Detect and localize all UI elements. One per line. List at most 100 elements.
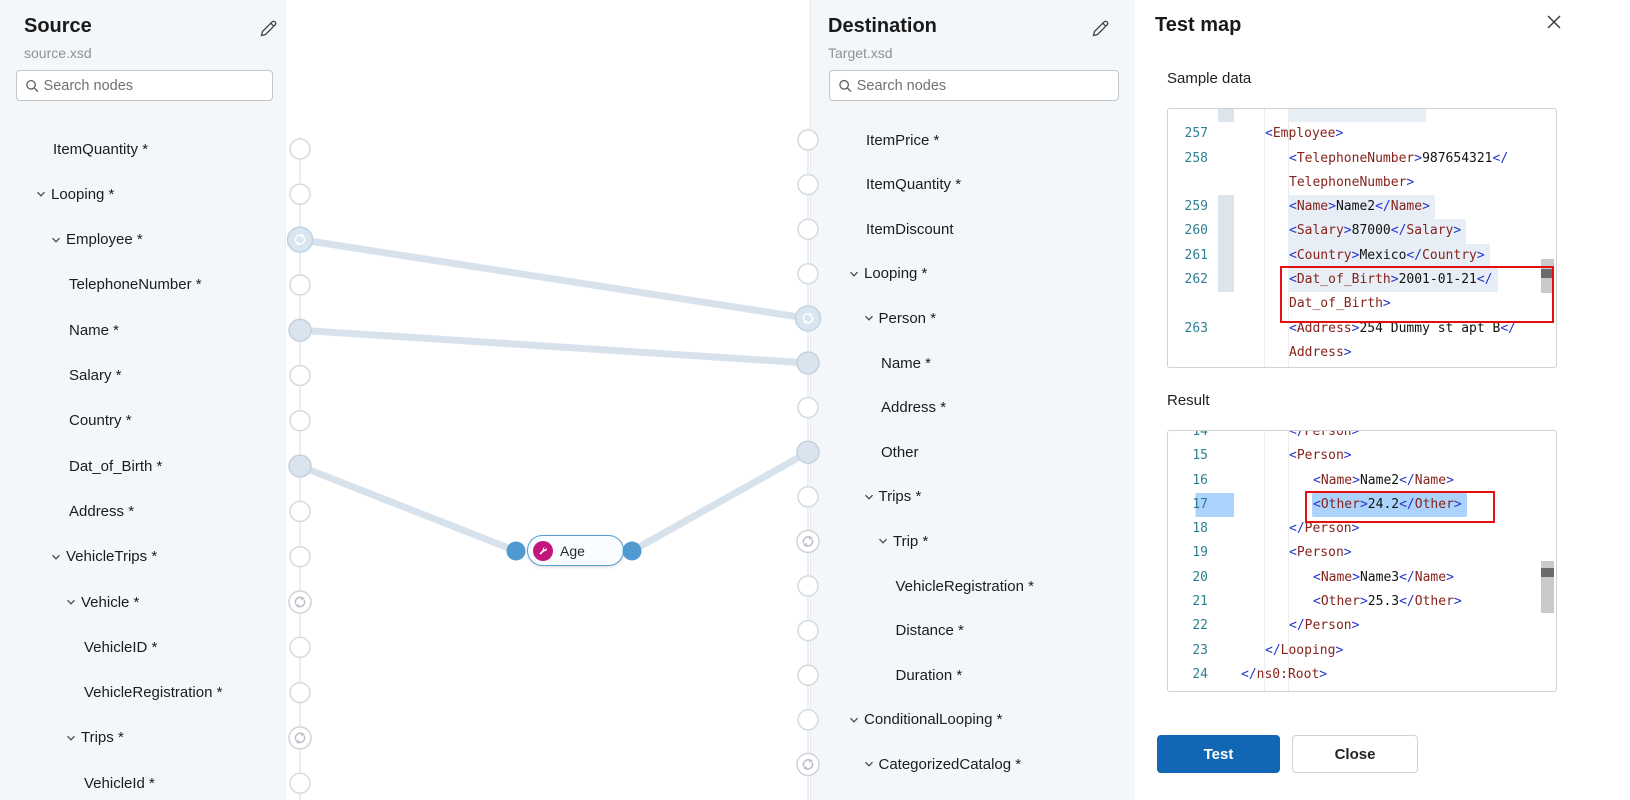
tree-node-conditionallooping[interactable]: ConditionalLooping * xyxy=(848,706,1002,734)
code-line: 21<Other>25.3</Other> xyxy=(1192,594,1462,610)
connector-dot[interactable] xyxy=(289,274,311,296)
tree-node-itemquantity[interactable]: ItemQuantity * xyxy=(53,135,148,163)
tree-node-country[interactable]: Country * xyxy=(69,407,132,435)
connection-line[interactable] xyxy=(296,326,812,367)
tree-node-itemprice[interactable]: ItemPrice * xyxy=(866,126,939,154)
tree-node-employee[interactable]: Employee * xyxy=(50,226,143,254)
tree-node-label: Name * xyxy=(881,354,932,372)
search-icon xyxy=(839,79,852,92)
tree-node-label: Dat_of_Birth * xyxy=(69,457,163,475)
tree-node-address[interactable]: Address * xyxy=(69,497,134,525)
tree-node-vehicletrips[interactable]: VehicleTrips * xyxy=(50,543,157,571)
tree-node-name[interactable]: Name * xyxy=(69,316,119,344)
tree-node-trips[interactable]: Trips * xyxy=(863,483,921,511)
tree-node-categorizedcatalog[interactable]: CategorizedCatalog * xyxy=(863,750,1021,778)
test-button[interactable]: Test xyxy=(1157,735,1280,773)
connector-dot[interactable] xyxy=(286,226,314,253)
connection-line[interactable] xyxy=(296,462,520,555)
function-node-age[interactable]: Age xyxy=(527,535,624,566)
tree-node-itemdiscount[interactable]: ItemDiscount xyxy=(866,215,954,243)
tree-node-label: VehicleID * xyxy=(84,638,158,656)
connection-line[interactable] xyxy=(296,236,812,322)
tree-node-vehicleregistration[interactable]: VehicleRegistration * xyxy=(84,679,222,707)
connector-dot[interactable] xyxy=(289,681,311,704)
destination-search-input[interactable] xyxy=(852,77,1118,94)
edit-destination-button[interactable] xyxy=(1089,19,1111,41)
connector-dot[interactable] xyxy=(289,500,311,523)
connector-dot[interactable] xyxy=(289,364,311,387)
function-output-handle[interactable] xyxy=(622,541,642,561)
tree-node-trips[interactable]: Trips * xyxy=(65,724,124,752)
chevron-down-icon xyxy=(864,316,873,322)
code-line: 261<Country>Mexico</Country> xyxy=(1168,243,1556,269)
tree-node-vehicleregistration[interactable]: VehicleRegistration * xyxy=(896,572,1034,600)
tree-node-label: Person * xyxy=(878,309,937,327)
tree-node-itemquantity[interactable]: ItemQuantity * xyxy=(866,171,961,199)
connection-line[interactable] xyxy=(628,448,812,555)
destination-file-name: Target.xsd xyxy=(828,45,893,61)
tree-node-looping[interactable]: Looping * xyxy=(35,180,114,208)
tree-node-other[interactable]: Other xyxy=(881,438,919,466)
tree-node-vehicle[interactable]: Vehicle * xyxy=(65,588,139,616)
code-line: 19<Person> xyxy=(1192,545,1352,561)
tree-node-address[interactable]: Address * xyxy=(881,394,946,422)
tree-node-vehicleid[interactable]: VehicleId * xyxy=(84,769,155,797)
function-node-label: Age xyxy=(560,542,585,559)
code-line: 258<TelephoneNumber>987654321</ xyxy=(1184,150,1509,166)
tree-node-telephonenumber[interactable]: TelephoneNumber * xyxy=(69,271,202,299)
code-line: 263<Address>254 Dummy st apt B</ xyxy=(1184,320,1516,336)
close-panel-button[interactable] xyxy=(1544,13,1564,33)
tree-node-label: VehicleId * xyxy=(84,774,155,792)
tree-node-duration[interactable]: Duration * xyxy=(896,661,963,689)
source-search-input[interactable] xyxy=(39,77,272,94)
connector-dot[interactable] xyxy=(288,726,312,750)
sample-data-editor[interactable]: 257<Employee> 258<TelephoneNumber>9876543… xyxy=(1167,108,1557,368)
destination-panel: Destination Target.xsd ItemPrice *ItemQu… xyxy=(810,0,1136,800)
pencil-icon xyxy=(1092,20,1109,37)
chevron-down-icon xyxy=(37,192,45,198)
result-editor[interactable]: 14</Person>15<Person>16<Name>Name2</Name… xyxy=(1167,430,1557,692)
connector-dot[interactable] xyxy=(288,318,312,342)
chevron-down-icon xyxy=(850,271,858,277)
tree-node-label: Address * xyxy=(881,399,947,417)
function-input-handle[interactable] xyxy=(506,541,526,561)
code-line: 259<Name>Name2</Name> xyxy=(1168,195,1556,220)
connector-dot[interactable] xyxy=(288,590,312,614)
source-panel: Source source.xsd ItemQuantity *Looping … xyxy=(0,0,286,800)
close-icon xyxy=(1547,15,1561,29)
scrollbar-marker xyxy=(1541,568,1554,577)
tree-node-label: ItemPrice * xyxy=(866,131,940,149)
code-line: 257<Employee> xyxy=(1184,126,1344,142)
connector-dot[interactable] xyxy=(289,772,311,794)
connector-dot[interactable] xyxy=(289,545,311,568)
tree-node-salary[interactable]: Salary * xyxy=(69,362,122,390)
tree-node-looping[interactable]: Looping * xyxy=(848,260,927,288)
test-map-panel: Test map Sample data 257<Employee>258<Te… xyxy=(1135,0,1630,800)
tree-node-label: ItemDiscount xyxy=(866,220,954,238)
connector-dot[interactable] xyxy=(288,454,312,478)
tree-node-distance[interactable]: Distance * xyxy=(896,617,964,645)
tree-node-person[interactable]: Person * xyxy=(863,304,937,332)
tree-node-dat-of-birth[interactable]: Dat_of_Birth * xyxy=(69,452,162,480)
connector-dot[interactable] xyxy=(289,183,311,206)
tree-node-name[interactable]: Name * xyxy=(881,349,931,377)
sample-data-label: Sample data xyxy=(1167,70,1252,87)
tree-node-label: Trips * xyxy=(81,729,124,747)
code-line: 16<Name>Name2</Name> xyxy=(1192,472,1454,488)
close-button[interactable]: Close xyxy=(1292,735,1418,773)
edit-source-button[interactable] xyxy=(257,19,279,41)
code-line: 23</Looping> xyxy=(1192,642,1344,658)
connector-dot[interactable] xyxy=(289,636,311,659)
source-search xyxy=(16,70,273,101)
connector-dot[interactable] xyxy=(289,410,311,432)
tree-node-trip[interactable]: Trip * xyxy=(877,527,928,555)
chevron-down-icon xyxy=(67,599,75,605)
code-line: 24</ns0:Root> xyxy=(1192,666,1328,682)
tree-node-vehicleid[interactable]: VehicleID * xyxy=(84,633,157,661)
search-icon xyxy=(26,79,39,92)
code-line: 14</Person> xyxy=(1192,430,1360,439)
connector-dot[interactable] xyxy=(289,138,311,160)
code-line: 260<Salary>87000</Salary> xyxy=(1168,219,1556,244)
chevron-down-icon xyxy=(52,237,60,243)
